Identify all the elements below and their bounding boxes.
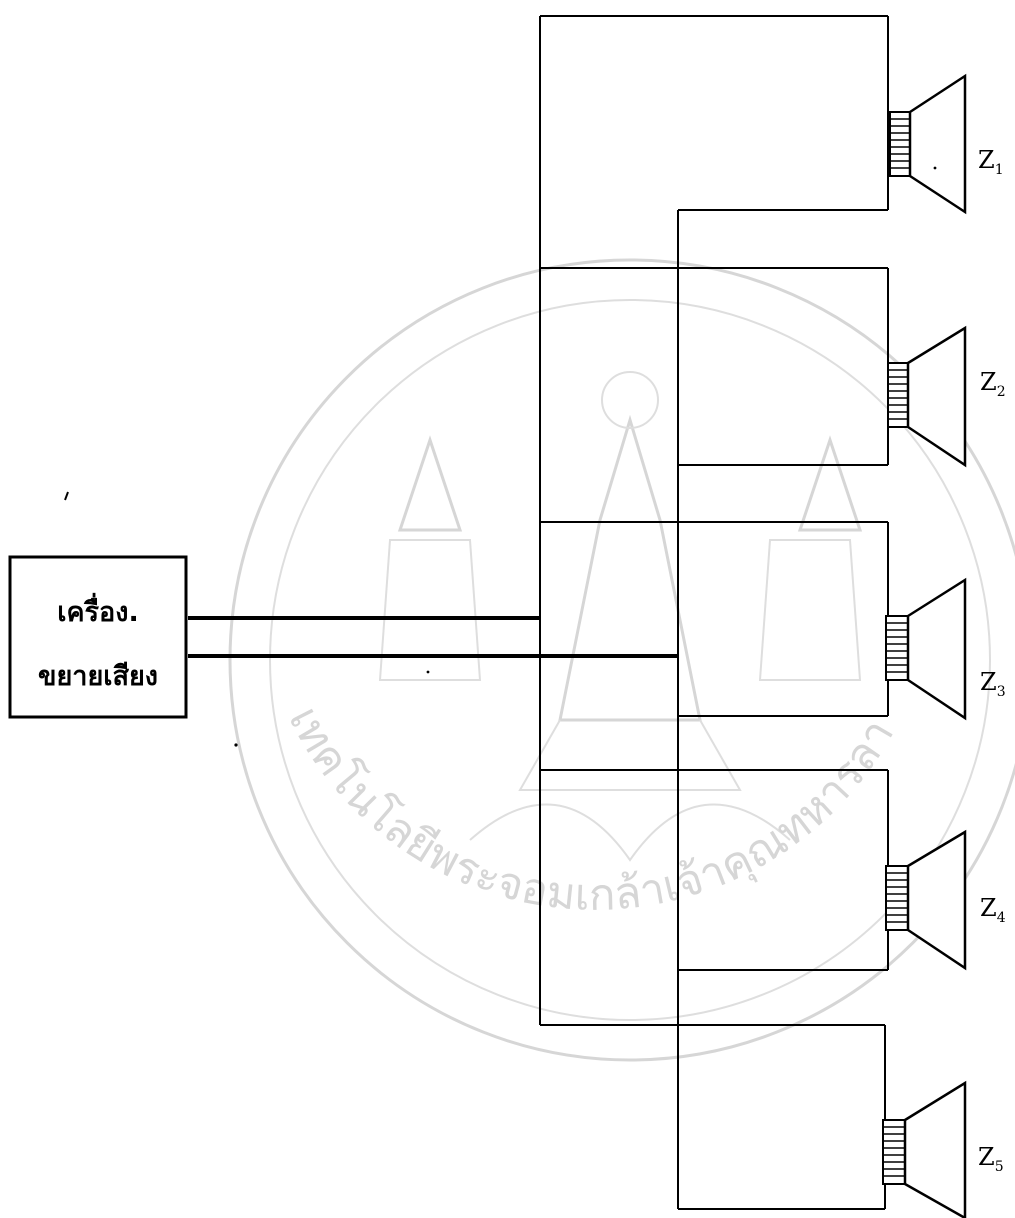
speaker-z3: Z3 [885, 577, 1006, 721]
speaker-label-z3: Z3 [980, 668, 1006, 700]
speaker-z2: Z2 [887, 325, 1006, 468]
scan-marks [64, 166, 937, 747]
speaker-coil [888, 369, 908, 420]
speaker-z5: Z5 [882, 1080, 1004, 1218]
bus-a-wiring [539, 15, 888, 1026]
amplifier-output-lines [188, 616, 678, 658]
watermark-seal: สถาบันเทคโนโลยีพระจอมเกล้าเจ้าคุณทหารลาด… [0, 0, 1015, 1062]
amplifier-box [8, 555, 188, 719]
speaker-z4: Z4 [885, 829, 1006, 971]
speaker-cone [903, 1080, 967, 1218]
speaker-label-z5: Z5 [978, 1143, 1004, 1175]
speaker-feeders [884, 16, 889, 1209]
speaker-z1: Z1 [889, 73, 1004, 215]
speaker-cone [908, 73, 967, 215]
speaker-coil [890, 118, 910, 169]
amplifier-label-line1: เครื่อง. [57, 592, 138, 628]
speaker-label-z1: Z1 [978, 146, 1004, 178]
speaker-coil [886, 622, 908, 673]
watermark-text: สถาบันเทคโนโลยีพระจอมเกล้าเจ้าคุณทหารลาด… [0, 0, 904, 921]
speaker-label-z4: Z4 [980, 894, 1006, 926]
speaker-cone [906, 829, 967, 971]
speaker-coil [883, 1126, 905, 1177]
speaker-coil [886, 872, 908, 923]
speaker-cone [906, 325, 967, 468]
amplifier: เครื่อง. ขยายเสียง [8, 555, 188, 719]
bus-b-wiring [677, 209, 888, 1210]
speaker-label-z2: Z2 [980, 368, 1006, 400]
speaker-cone [906, 577, 967, 721]
amplifier-label-line2: ขยายเสียง [38, 661, 158, 692]
